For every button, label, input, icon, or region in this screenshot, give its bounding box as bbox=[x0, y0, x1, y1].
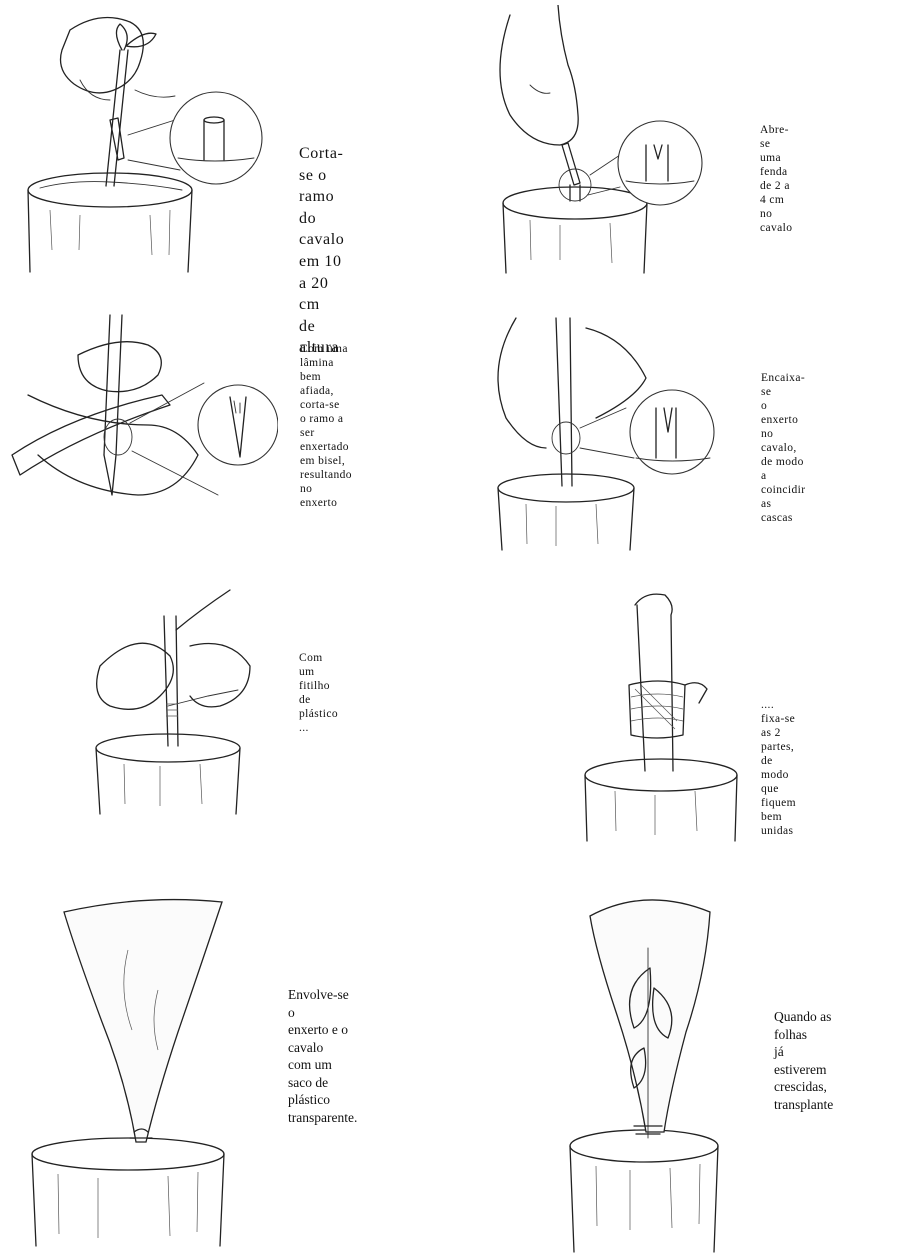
step-5-caption: Com um fitilho de plástico ... bbox=[299, 651, 338, 735]
step-3-caption: Com uma lâmina bem afiada, corta-se o ra… bbox=[300, 342, 352, 510]
wrap-tape-illustration bbox=[80, 586, 280, 816]
step-6-caption: .... fixa-se as 2 partes, de modo que fi… bbox=[761, 698, 796, 838]
bevel-cut-scion-illustration bbox=[8, 305, 278, 535]
cut-rootstock-illustration bbox=[10, 10, 270, 275]
insert-scion-illustration bbox=[476, 308, 726, 553]
step-4-caption: Encaixa-se o enxerto no cavalo, de modo … bbox=[761, 371, 805, 525]
split-rootstock-illustration bbox=[470, 5, 730, 275]
step-2-caption: Abre-se uma fenda de 2 a 4 cm no cavalo bbox=[760, 123, 792, 235]
step-8-caption: Quando as folhas já estiverem crescidas,… bbox=[774, 1008, 833, 1113]
plastic-bag-illustration bbox=[18, 890, 253, 1250]
step-1-caption: Corta-se o ramo do cavalo em 10 a 20 cm … bbox=[299, 143, 344, 359]
grown-leaves-bag-illustration bbox=[560, 888, 735, 1256]
step-7-caption: Envolve-se o enxerto e o cavalo com um s… bbox=[288, 986, 357, 1126]
tied-graft-illustration bbox=[565, 585, 755, 845]
